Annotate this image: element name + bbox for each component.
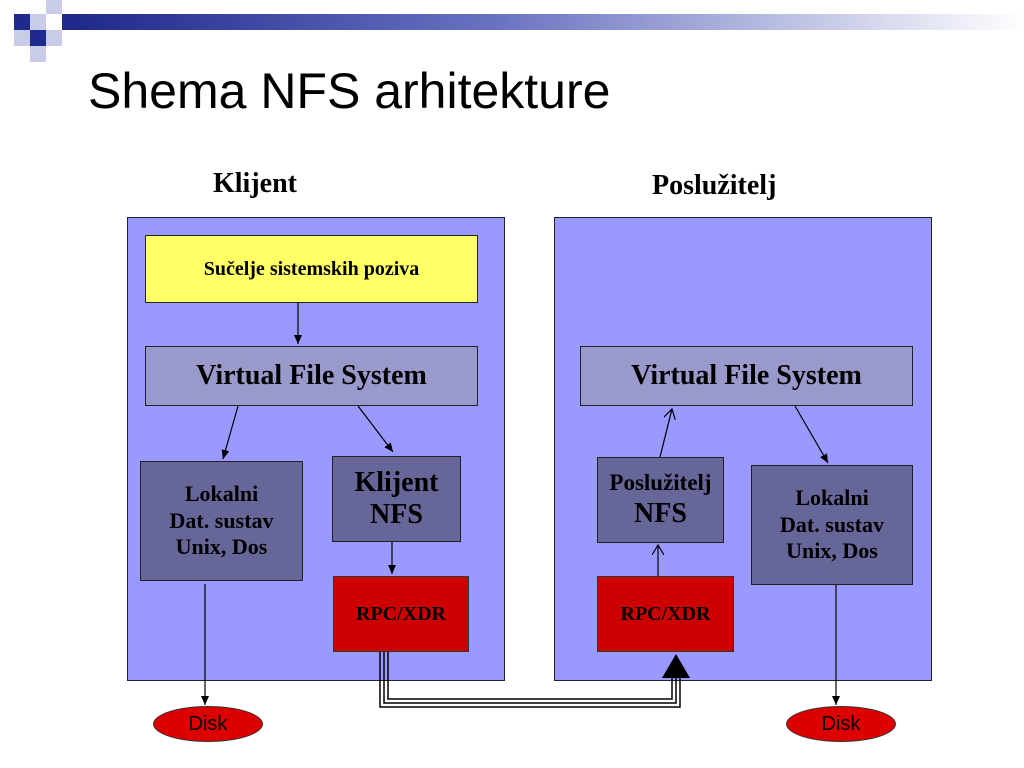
nfs-client-line: NFS xyxy=(370,499,423,530)
client-local-fs-line: Unix, Dos xyxy=(175,534,268,560)
server-vfs-label: Virtual File System xyxy=(631,360,862,392)
nfs-client-box: Klijent NFS xyxy=(332,456,461,542)
nfs-server-line: Poslužitelj xyxy=(609,470,712,496)
nfs-client-line: Klijent xyxy=(354,466,439,498)
client-vfs-box: Virtual File System xyxy=(145,346,478,406)
nfs-server-box: Poslužitelj NFS xyxy=(597,457,724,543)
server-vfs-box: Virtual File System xyxy=(580,346,913,406)
client-rpc-box: RPC/XDR xyxy=(333,576,469,652)
decor-square xyxy=(30,46,46,62)
decor-square xyxy=(30,14,46,30)
server-disk-label: Disk xyxy=(821,712,861,735)
server-local-fs-box: Lokalni Dat. sustav Unix, Dos xyxy=(751,465,913,585)
server-label: Poslužitelj xyxy=(652,170,777,201)
syscall-interface-box: Sučelje sistemskih poziva xyxy=(145,235,478,303)
server-rpc-label: RPC/XDR xyxy=(620,603,711,625)
decor-square xyxy=(46,30,62,46)
nfs-server-line: NFS xyxy=(634,498,687,529)
client-label: Klijent xyxy=(213,168,297,199)
decor-square xyxy=(30,30,46,46)
client-local-fs-line: Lokalni xyxy=(184,481,259,507)
server-local-fs-line: Lokalni xyxy=(795,485,869,511)
client-local-fs-box: Lokalni Dat. sustav Unix, Dos xyxy=(140,461,303,581)
server-rpc-box: RPC/XDR xyxy=(597,576,734,652)
server-disk: Disk xyxy=(786,706,896,742)
decor-square xyxy=(62,14,78,30)
client-vfs-label: Virtual File System xyxy=(196,360,427,392)
client-local-fs-line: Dat. sustav xyxy=(169,507,274,533)
client-rpc-label: RPC/XDR xyxy=(356,603,446,625)
slide-title: Shema NFS arhitekture xyxy=(88,63,611,119)
decor-square xyxy=(14,14,30,30)
decor-square xyxy=(14,30,30,46)
header-bar xyxy=(78,14,1024,30)
server-local-fs-line: Dat. sustav xyxy=(780,511,884,537)
server-local-fs-line: Unix, Dos xyxy=(786,538,878,564)
client-disk: Disk xyxy=(153,706,263,742)
syscall-interface-label: Sučelje sistemskih poziva xyxy=(203,258,420,280)
decor-square xyxy=(46,0,62,14)
client-disk-label: Disk xyxy=(188,712,228,735)
